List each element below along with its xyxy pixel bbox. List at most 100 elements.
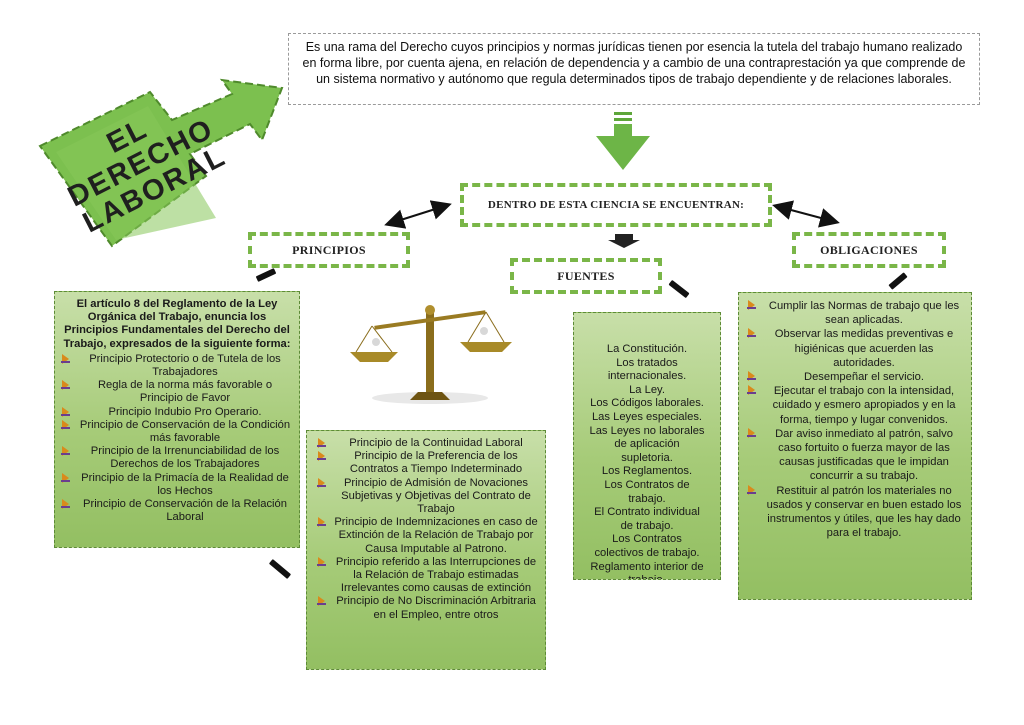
obligacion-item: Dar aviso inmediato al patrón, salvo cas… — [747, 427, 965, 484]
bullet-icon — [747, 484, 759, 496]
obligacion-item-text: Desempeñar el servicio. — [803, 371, 924, 384]
fuente-line: supletoria. — [621, 451, 673, 464]
fuente-line: colectivos de trabajo. — [594, 546, 700, 559]
fuente-line: La Constitución. — [606, 343, 688, 355]
principio-item-text: Principio referido a las Interrupciones … — [335, 555, 537, 595]
obligacion-item-text: Observar las medidas preventivas e higié… — [774, 328, 954, 369]
fuentes-label: FUENTES — [557, 268, 615, 283]
bullet-icon — [747, 384, 759, 396]
definition-box: Es una rama del Derecho cuyos principios… — [288, 33, 980, 105]
obligacion-item: Desempeñar el servicio. — [747, 370, 965, 384]
down-arrow-icon — [596, 112, 650, 170]
principio-item-text: Principio de la Irrenunciabilidad de los… — [90, 445, 280, 471]
bullet-icon — [317, 437, 329, 449]
principio-item: Principio de Indemnizaciones en caso de … — [317, 516, 539, 556]
principio-item-text: Principio Indubio Pro Operario. — [108, 405, 262, 418]
principio-item: Principio de la Irrenunciabilidad de los… — [61, 445, 293, 471]
fuente-line: Las Leyes no laborales — [589, 424, 705, 437]
principio-item-text: Principio de la Primacía de la Realidad … — [81, 471, 289, 497]
fuente-line: trabajo. — [628, 492, 666, 505]
bullet-icon — [61, 445, 73, 457]
principio-item: Principio de Conservación de la Relación… — [61, 498, 293, 524]
principio-item: Principio referido a las Interrupciones … — [317, 556, 539, 596]
principio-item-text: Principio de No Discriminación Arbitrari… — [336, 595, 536, 621]
fuentes-label-box: FUENTES — [510, 258, 662, 294]
principio-item-text: Principio Protectorio o de Tutela de los… — [89, 352, 281, 379]
principio-item: Principio de la Primacía de la Realidad … — [61, 472, 293, 498]
arrow-to-obligaciones — [772, 200, 840, 228]
title-badge — [38, 78, 284, 248]
fuente-line: de trabajo. — [620, 519, 674, 532]
principio-item-text: Principio de Indemnizaciones en caso de … — [334, 516, 538, 555]
principios-intro: El artículo 8 del Reglamento de la Ley O… — [63, 298, 291, 350]
fuente-line: Los Reglamentos. — [601, 465, 693, 478]
obligacion-item: Ejecutar el trabajo con la intensidad, c… — [747, 384, 965, 427]
principio-item: Principio de la Preferencia de los Contr… — [317, 450, 539, 476]
definition-text: Es una rama del Derecho cuyos principios… — [302, 40, 966, 86]
principios-label: PRINCIPIOS — [292, 242, 366, 257]
arrow-to-principios — [384, 200, 452, 229]
principio-item-text: Principio de Conservación de la Relación… — [83, 498, 287, 524]
scales-of-justice-icon — [350, 305, 512, 404]
obligaciones-label-box: OBLIGACIONES — [792, 232, 946, 268]
principio-item-text: Principio de la Continuidad Laboral — [349, 437, 523, 449]
bullet-icon — [747, 427, 759, 439]
obligacion-item: Observar las medidas preventivas e higié… — [747, 327, 965, 370]
obligacion-item: Restituir al patrón los materiales no us… — [747, 484, 965, 541]
fuente-line: internacionales. — [607, 370, 687, 383]
fuente-line: Los tratados — [616, 356, 678, 369]
principio-item: Principio de Admisión de Novaciones Subj… — [317, 477, 539, 517]
bullet-icon — [61, 406, 73, 418]
principio-item-text: Regla de la norma más favorable o Princi… — [97, 379, 273, 405]
obligacion-item-text: Dar aviso inmediato al patrón, salvo cas… — [775, 427, 953, 483]
obligacion-item-text: Ejecutar el trabajo con la intensidad, c… — [772, 385, 956, 426]
center-label-box: DENTRO DE ESTA CIENCIA SE ENCUENTRAN: — [460, 183, 772, 227]
principio-item: Principio de Conservación de la Condició… — [61, 419, 293, 445]
bullet-icon — [317, 556, 329, 568]
obligaciones-label: OBLIGACIONES — [820, 242, 918, 257]
principio-item-text: Principio de la Preferencia de los Contr… — [349, 450, 523, 476]
fuente-line: Reglamento interior de — [590, 560, 704, 573]
principio-item-text: Principio de Conservación de la Condició… — [79, 418, 291, 445]
fuente-line: El Contrato individual — [594, 506, 700, 519]
bullet-icon — [61, 353, 73, 365]
bullet-icon — [61, 419, 73, 431]
principio-item: Regla de la norma más favorable o Princi… — [61, 379, 293, 405]
principio-item: Principio de No Discriminación Arbitrari… — [317, 595, 539, 621]
bullet-icon — [317, 477, 329, 489]
fuente-line: La Ley. — [629, 383, 665, 396]
fuente-line: trabajo. — [578, 574, 716, 579]
bullet-icon — [61, 498, 73, 510]
principios-panel: El artículo 8 del Reglamento de la Ley O… — [54, 291, 300, 548]
obligacion-item-text: Restituir al patrón los materiales no us… — [766, 484, 962, 540]
obligacion-item-text: Cumplir las Normas de trabajo que les se… — [768, 300, 960, 327]
bullet-icon — [747, 299, 759, 311]
principio-item-text: Principio de Admisión de Novaciones Subj… — [341, 476, 531, 516]
obligacion-item: Cumplir las Normas de trabajo que les se… — [747, 299, 965, 327]
bullet-icon — [747, 370, 759, 382]
bullet-icon — [317, 595, 329, 607]
obligaciones-panel: Cumplir las Normas de trabajo que les se… — [738, 292, 972, 600]
center-label: DENTRO DE ESTA CIENCIA SE ENCUENTRAN: — [487, 199, 745, 211]
fuente-line: Los Contratos de — [604, 478, 690, 491]
fuente-line: Los Contratos — [612, 533, 682, 546]
bullet-icon — [317, 450, 329, 462]
bullet-icon — [747, 327, 759, 339]
principios-label-box: PRINCIPIOS — [248, 232, 410, 268]
principio-item: Principio Protectorio o de Tutela de los… — [61, 353, 293, 379]
principios-list: Principio Protectorio o de Tutela de los… — [61, 353, 293, 525]
bullet-icon — [61, 472, 73, 484]
fuente-line: Las Leyes especiales. — [591, 410, 703, 423]
small-down-arrow-icon — [608, 234, 640, 248]
bullet-icon — [317, 516, 329, 528]
principio-item: Principio Indubio Pro Operario. — [61, 406, 293, 419]
bullet-icon — [61, 379, 73, 391]
principio-item: Principio de la Continuidad Laboral — [317, 437, 539, 450]
fuente-line: Los Códigos laborales. — [590, 397, 704, 410]
obligaciones-list: Cumplir las Normas de trabajo que les se… — [747, 299, 965, 540]
